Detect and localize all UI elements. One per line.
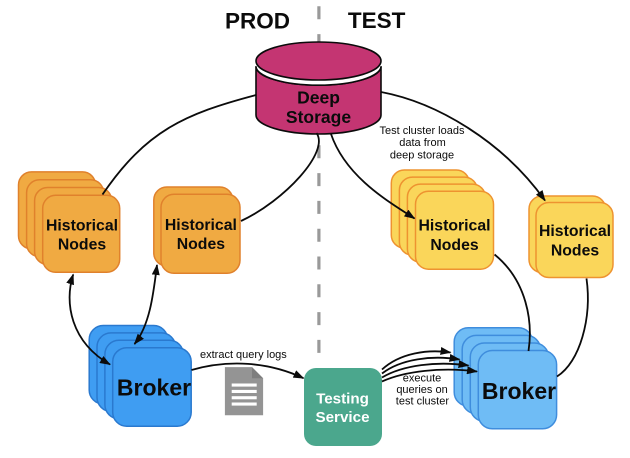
svg-text:Test cluster loads: Test cluster loads <box>380 125 465 137</box>
svg-text:extract query logs: extract query logs <box>200 349 287 361</box>
svg-text:Historical: Historical <box>539 223 611 240</box>
svg-text:Nodes: Nodes <box>177 236 225 253</box>
svg-text:queries on: queries on <box>396 384 447 396</box>
svg-text:Broker: Broker <box>117 374 191 400</box>
svg-text:data from: data from <box>399 137 445 149</box>
svg-text:test cluster: test cluster <box>396 396 450 408</box>
svg-text:Historical: Historical <box>46 218 118 235</box>
svg-text:PROD: PROD <box>225 8 290 33</box>
svg-text:Nodes: Nodes <box>430 237 478 254</box>
svg-text:Nodes: Nodes <box>551 242 599 259</box>
svg-text:Testing: Testing <box>316 391 369 408</box>
svg-text:execute: execute <box>403 373 442 385</box>
svg-text:Storage: Storage <box>286 107 351 127</box>
svg-text:Deep: Deep <box>297 88 340 108</box>
svg-text:Service: Service <box>315 409 369 426</box>
svg-text:deep storage: deep storage <box>390 149 454 161</box>
svg-text:Broker: Broker <box>482 378 556 404</box>
svg-text:Historical: Historical <box>165 217 237 234</box>
svg-text:Historical: Historical <box>419 218 491 235</box>
svg-text:Nodes: Nodes <box>58 237 106 254</box>
svg-text:TEST: TEST <box>348 8 406 33</box>
